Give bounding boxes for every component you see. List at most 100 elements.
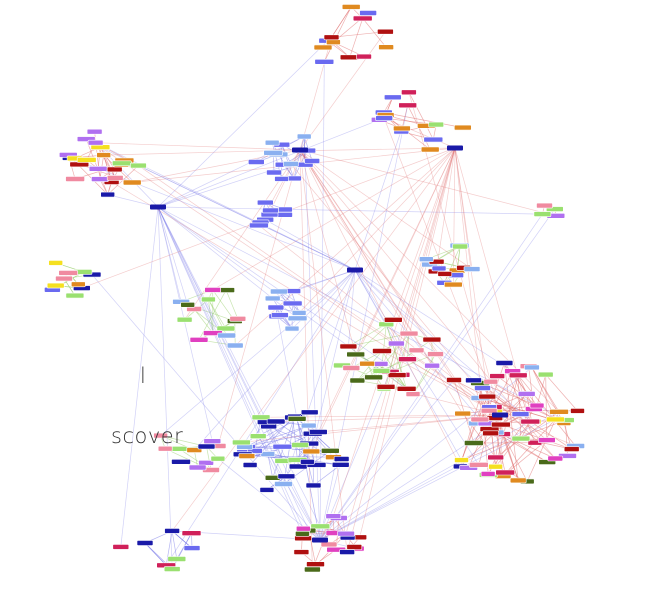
graph-node bbox=[226, 342, 244, 349]
graph-edge bbox=[299, 149, 433, 366]
graph-node bbox=[549, 408, 569, 415]
graph-edge bbox=[193, 308, 214, 334]
graph-edge bbox=[299, 149, 556, 217]
graph-edge bbox=[107, 194, 159, 208]
graph-node bbox=[88, 166, 108, 172]
graph-edge bbox=[299, 149, 357, 355]
graph-node bbox=[304, 158, 321, 164]
graph-node bbox=[320, 447, 340, 454]
graph-edge bbox=[359, 147, 456, 538]
graph-node bbox=[100, 191, 115, 198]
graph-edge bbox=[157, 206, 566, 421]
graph-node bbox=[349, 377, 366, 384]
graph-edge bbox=[396, 333, 410, 376]
graph-node bbox=[487, 454, 505, 461]
graph-hub-node bbox=[347, 267, 363, 273]
graph-node bbox=[495, 469, 516, 476]
graph-edge bbox=[528, 366, 535, 410]
graph-node bbox=[396, 385, 417, 392]
graph-node bbox=[217, 332, 236, 339]
graph-hub-node bbox=[292, 147, 308, 153]
graph-node bbox=[376, 383, 396, 390]
graph-node bbox=[296, 133, 312, 140]
graph-edge bbox=[504, 362, 519, 481]
graph-edge bbox=[245, 425, 309, 448]
graph-node bbox=[65, 292, 85, 299]
graph-node bbox=[372, 348, 392, 354]
graph-edge bbox=[267, 454, 274, 478]
graph-node bbox=[399, 330, 419, 337]
graph-node bbox=[130, 162, 147, 169]
graph-node bbox=[188, 464, 207, 471]
graph-node bbox=[260, 451, 276, 457]
graph-node bbox=[306, 561, 325, 568]
graph-node bbox=[482, 430, 499, 437]
graph-edge bbox=[319, 379, 455, 541]
graph-hub-node bbox=[447, 145, 463, 151]
graph-node bbox=[383, 316, 403, 323]
graph-edge bbox=[296, 418, 321, 541]
graph-edge bbox=[482, 387, 556, 459]
graph-edge bbox=[502, 419, 556, 477]
graph-node bbox=[470, 416, 490, 423]
graph-node bbox=[274, 176, 289, 182]
graph-edge bbox=[212, 147, 456, 291]
graph-node bbox=[112, 160, 132, 167]
graph-edge bbox=[354, 128, 403, 271]
graph-node bbox=[164, 528, 180, 534]
graph-edge bbox=[157, 206, 173, 570]
graph-node bbox=[424, 362, 440, 369]
graph-node bbox=[422, 336, 442, 343]
graph-node bbox=[112, 544, 130, 550]
graph-node bbox=[180, 301, 195, 308]
graph-edge bbox=[299, 149, 313, 570]
graph-node bbox=[341, 4, 361, 10]
caption-line-2: scover bbox=[111, 424, 184, 448]
graph-edge bbox=[217, 149, 301, 447]
graph-edge bbox=[138, 165, 501, 416]
graph-edge bbox=[208, 299, 214, 334]
graph-node bbox=[91, 176, 109, 182]
graph-node bbox=[267, 304, 285, 311]
graph-node bbox=[331, 461, 350, 468]
graph-edge bbox=[241, 414, 501, 443]
graph-edge bbox=[299, 31, 386, 151]
graph-edge bbox=[299, 149, 556, 459]
graph-node bbox=[443, 281, 463, 288]
graph-edge bbox=[299, 37, 332, 151]
graph-node bbox=[277, 473, 296, 480]
graph-edge bbox=[354, 269, 481, 420]
graph-edge bbox=[323, 6, 352, 62]
graph-node bbox=[452, 243, 468, 250]
graph-node bbox=[272, 443, 293, 450]
graph-edge bbox=[319, 428, 490, 541]
graph-edge bbox=[319, 213, 543, 541]
graph-node bbox=[308, 429, 328, 435]
graph-node bbox=[378, 44, 394, 51]
graph-edge bbox=[392, 147, 456, 320]
graph-edge bbox=[157, 206, 189, 305]
graph-node bbox=[71, 281, 86, 288]
graph-node bbox=[420, 146, 440, 153]
graph-edge bbox=[317, 147, 456, 433]
graph-edge bbox=[120, 206, 159, 547]
graph-node bbox=[509, 477, 527, 484]
graph-edge bbox=[354, 269, 513, 372]
graph-edge bbox=[91, 274, 321, 541]
graph-node bbox=[153, 432, 168, 439]
graph-node bbox=[474, 385, 491, 391]
graph-edge bbox=[383, 112, 463, 128]
graph-node bbox=[359, 360, 375, 367]
graph-node bbox=[465, 377, 482, 384]
graph-node bbox=[508, 372, 528, 379]
graph-edge bbox=[499, 375, 519, 416]
graph-edge bbox=[384, 117, 456, 149]
graph-edge bbox=[68, 154, 108, 195]
graph-node bbox=[478, 393, 497, 400]
graph-node bbox=[489, 373, 506, 379]
graph-edge bbox=[332, 147, 456, 517]
graph-node bbox=[242, 462, 258, 468]
graph-node bbox=[287, 415, 307, 422]
graph-node bbox=[249, 222, 269, 229]
graph-edge bbox=[354, 269, 387, 325]
